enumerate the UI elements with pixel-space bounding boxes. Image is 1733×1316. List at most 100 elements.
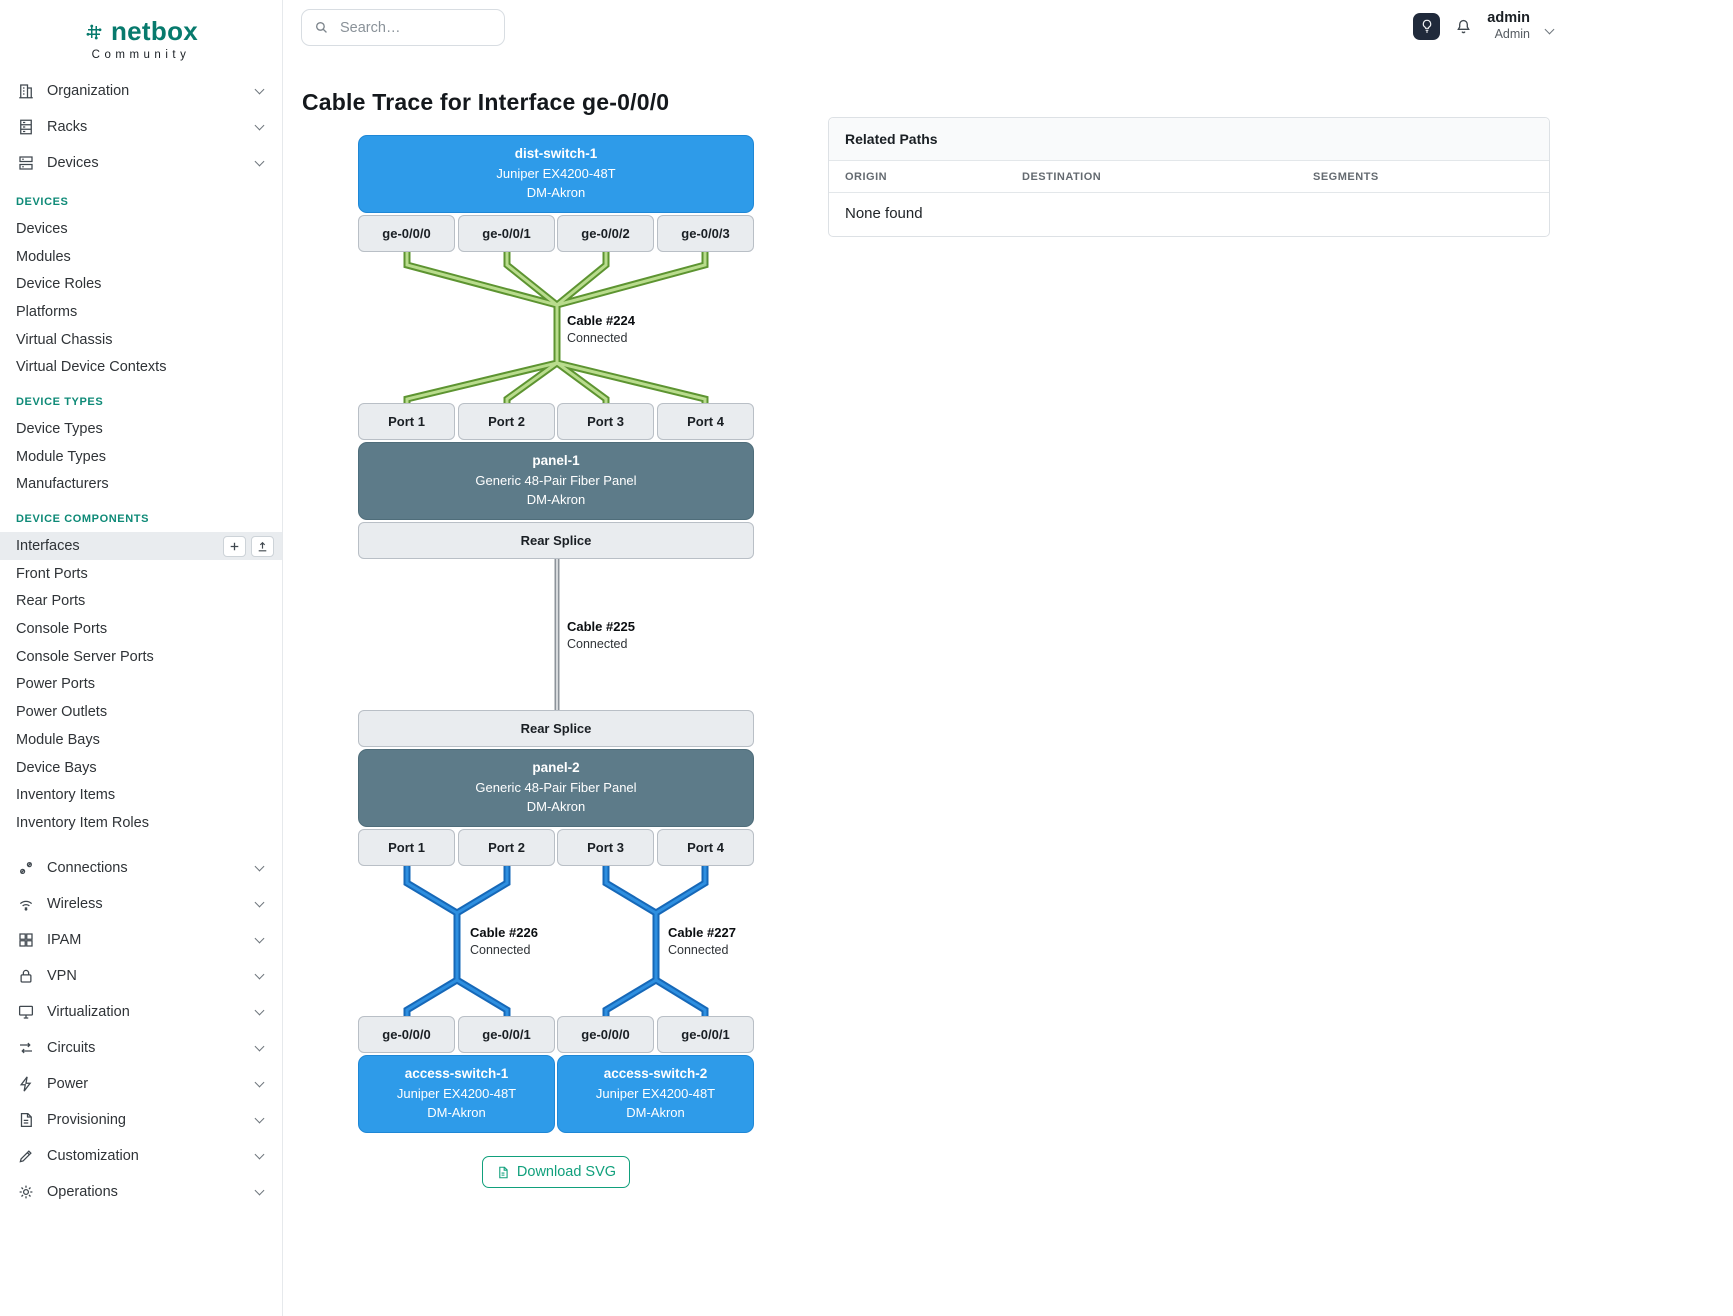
sidebar-item-operations[interactable]: Operations	[0, 1174, 282, 1210]
wifi-icon	[16, 894, 36, 914]
port-box[interactable]: Port 1	[358, 403, 455, 440]
pencil-icon	[16, 1146, 36, 1166]
sidebar-item-inventory-items[interactable]: Inventory Items	[16, 787, 116, 804]
user-menu-chevron-icon	[1544, 24, 1555, 35]
sidebar-item-virtual-device-contexts[interactable]: Virtual Device Contexts	[16, 359, 167, 376]
sidebar-item-device-bays[interactable]: Device Bays	[16, 759, 97, 776]
device-node-dist-switch-1[interactable]: dist-switch-1 Juniper EX4200-48T DM-Akro…	[358, 135, 754, 213]
sidebar-item-module-types[interactable]: Module Types	[16, 448, 107, 465]
device-node-panel-1[interactable]: panel-1 Generic 48-Pair Fiber Panel DM-A…	[358, 442, 754, 520]
port-box[interactable]: Port 4	[657, 403, 754, 440]
import-interfaces-button[interactable]	[251, 535, 274, 557]
add-interface-button[interactable]	[223, 535, 246, 557]
device-node-access-switch-1[interactable]: access-switch-1 Juniper EX4200-48T DM-Ak…	[358, 1055, 555, 1133]
interface-box[interactable]: ge-0/0/2	[557, 215, 654, 252]
chevron-down-icon	[254, 969, 265, 980]
chevron-down-icon	[254, 1077, 265, 1088]
sidebar-item-provisioning[interactable]: Provisioning	[0, 1102, 282, 1138]
cable-lines	[403, 252, 709, 1016]
global-search[interactable]	[301, 9, 505, 46]
sidebar-item-power-outlets[interactable]: Power Outlets	[16, 704, 108, 721]
device-node-panel-2[interactable]: panel-2 Generic 48-Pair Fiber Panel DM-A…	[358, 749, 754, 827]
search-input[interactable]	[338, 18, 493, 37]
cable-label-227: Cable #227 Connected	[668, 925, 736, 957]
interface-box[interactable]: ge-0/0/3	[657, 215, 754, 252]
interface-box[interactable]: ge-0/0/1	[657, 1016, 754, 1053]
building-icon	[16, 81, 36, 101]
chevron-down-icon	[254, 84, 265, 95]
table-row: None found	[829, 193, 1549, 237]
sidebar-item-vpn[interactable]: VPN	[0, 958, 282, 994]
interface-box[interactable]: ge-0/0/1	[458, 215, 555, 252]
port-box[interactable]: Port 4	[657, 829, 754, 866]
sidebar-item-ipam[interactable]: IPAM	[0, 922, 282, 958]
sidebar-item-rear-ports[interactable]: Rear Ports	[16, 593, 86, 610]
notifications-button[interactable]	[1454, 17, 1473, 36]
download-svg-button[interactable]: Download SVG	[481, 1156, 631, 1188]
search-icon	[313, 19, 330, 36]
sidebar-item-platforms[interactable]: Platforms	[16, 303, 78, 320]
brand[interactable]: netbox Community	[0, 10, 282, 73]
sidebar-item-customization[interactable]: Customization	[0, 1138, 282, 1174]
lightning-icon	[16, 1074, 36, 1094]
sidebar-item-console-server-ports[interactable]: Console Server Ports	[16, 648, 154, 665]
port-box[interactable]: Port 3	[557, 403, 654, 440]
chevron-down-icon	[254, 861, 265, 872]
sidebar-item-virtual-chassis[interactable]: Virtual Chassis	[16, 331, 113, 348]
sidebar-item-device-roles[interactable]: Device Roles	[16, 276, 102, 293]
sidebar-item-device-types[interactable]: Device Types	[16, 420, 103, 437]
main-content: admin Admin Cable Trace for Interface ge…	[283, 0, 1733, 1316]
sidebar-item-devices-list[interactable]: Devices	[16, 220, 68, 237]
port-box[interactable]: Port 2	[458, 403, 555, 440]
sidebar-item-power-ports[interactable]: Power Ports	[16, 676, 95, 693]
cable-status: Connected	[567, 637, 628, 651]
user-role: Admin	[1494, 27, 1530, 42]
bell-icon	[1454, 17, 1473, 36]
cable-name[interactable]: Cable #224	[567, 313, 635, 328]
sidebar-group-header-device-types: DEVICE TYPES	[16, 396, 104, 409]
sidebar-item-power[interactable]: Power	[0, 1066, 282, 1102]
sidebar-item-manufacturers[interactable]: Manufacturers	[16, 476, 109, 493]
chevron-down-icon	[254, 897, 265, 908]
interface-box[interactable]: ge-0/0/0	[358, 215, 455, 252]
sidebar-item-racks[interactable]: Racks	[0, 109, 282, 145]
sidebar-item-devices[interactable]: Devices	[0, 145, 282, 181]
interface-box[interactable]: ge-0/0/1	[458, 1016, 555, 1053]
port-box[interactable]: Port 3	[557, 829, 654, 866]
sidebar-item-organization[interactable]: Organization	[0, 73, 282, 109]
port-box[interactable]: Port 1	[358, 829, 455, 866]
sidebar-item-interfaces[interactable]: Interfaces	[0, 532, 282, 560]
transfer-icon	[16, 1038, 36, 1058]
cable-label-224: Cable #224 Connected	[567, 313, 635, 345]
sidebar-item-wireless[interactable]: Wireless	[0, 886, 282, 922]
netbox-logo-icon	[84, 22, 104, 42]
upload-icon	[256, 540, 269, 553]
interface-box[interactable]: ge-0/0/0	[557, 1016, 654, 1053]
sidebar-item-virtualization[interactable]: Virtualization	[0, 994, 282, 1030]
cable-name[interactable]: Cable #225	[567, 619, 635, 634]
grid-icon	[16, 930, 36, 950]
theme-toggle-button[interactable]	[1413, 12, 1441, 40]
user-name: admin	[1487, 10, 1530, 26]
rear-splice-box[interactable]: Rear Splice	[358, 710, 754, 747]
column-header-segments: SEGMENTS	[1297, 161, 1549, 193]
sidebar-item-modules[interactable]: Modules	[16, 248, 71, 265]
document-icon	[16, 1110, 36, 1130]
page-title: Cable Trace for Interface ge-0/0/0	[302, 89, 670, 116]
user-menu[interactable]: admin Admin	[1487, 10, 1530, 42]
sidebar-item-circuits[interactable]: Circuits	[0, 1030, 282, 1066]
sidebar-item-connections[interactable]: Connections	[0, 850, 282, 886]
interface-box[interactable]: ge-0/0/0	[358, 1016, 455, 1053]
rear-splice-box[interactable]: Rear Splice	[358, 522, 754, 559]
sidebar-item-module-bays[interactable]: Module Bays	[16, 731, 100, 748]
related-paths-card: Related Paths ORIGIN DESTINATION SEGMENT…	[828, 117, 1550, 237]
device-node-access-switch-2[interactable]: access-switch-2 Juniper EX4200-48T DM-Ak…	[557, 1055, 754, 1133]
empty-results-text: None found	[845, 205, 923, 222]
sidebar-item-inventory-item-roles[interactable]: Inventory Item Roles	[16, 814, 149, 831]
sidebar-item-console-ports[interactable]: Console Ports	[16, 621, 108, 638]
cable-name[interactable]: Cable #226	[470, 925, 538, 940]
port-box[interactable]: Port 2	[458, 829, 555, 866]
cable-name[interactable]: Cable #227	[668, 925, 736, 940]
brand-name: netbox	[110, 16, 199, 46]
sidebar-item-front-ports[interactable]: Front Ports	[16, 565, 88, 582]
